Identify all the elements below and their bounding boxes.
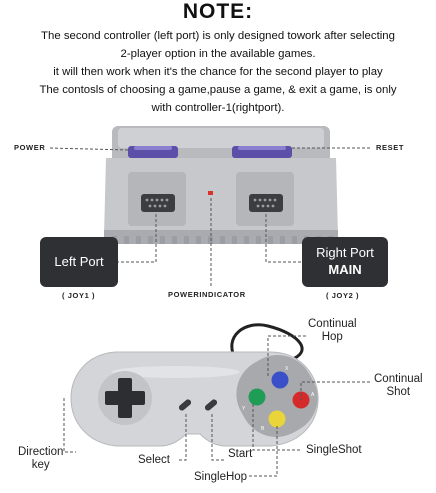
y-button xyxy=(248,388,266,406)
note-line-2: 2-player option in the available games. xyxy=(120,48,316,60)
power-leader xyxy=(49,147,131,151)
continual-hop-leader xyxy=(267,335,306,378)
x-button xyxy=(271,371,289,389)
power-indicator-label: POWERINDICATOR xyxy=(168,290,246,299)
continual-shot-line1: Continual xyxy=(374,373,423,385)
controller-top-highlight xyxy=(112,366,240,378)
note-line-3: it will then work when it's the chance f… xyxy=(53,66,383,78)
continual-hop-label: Continual Hop xyxy=(308,318,357,344)
controller-cable xyxy=(230,323,304,362)
continual-shot-label: Continual Shot xyxy=(374,373,423,399)
right-port-connector xyxy=(249,194,283,212)
select-label: Select xyxy=(138,454,170,466)
start-label: Start xyxy=(228,448,253,460)
continual-shot-line2: Shot xyxy=(386,386,411,398)
select-leader xyxy=(178,414,187,461)
direction-key-leader xyxy=(63,398,76,453)
single-shot-label: SingleShot xyxy=(306,444,362,456)
a-letter: A xyxy=(311,392,315,398)
single-hop-label: SingleHop xyxy=(194,471,248,483)
continual-hop-line1: Continual xyxy=(308,318,357,330)
b-letter: B xyxy=(261,426,265,432)
note-title: NOTE: xyxy=(182,0,254,23)
continual-hop-line2: Hop xyxy=(321,331,343,343)
joy1-label: ( JOY1 ) xyxy=(62,291,96,300)
power-label: POWER xyxy=(14,143,46,152)
note-line-5: with controller-1(rightport). xyxy=(151,102,285,114)
right-port-label: Right Port xyxy=(316,245,374,260)
start-button xyxy=(204,399,218,411)
power-slider-shine xyxy=(134,146,172,150)
direction-key-label: Direction key xyxy=(18,446,63,472)
reset-label: RESET xyxy=(376,143,405,152)
console-top-highlight xyxy=(118,128,324,148)
right-port-leader xyxy=(265,214,302,263)
direction-key-line1: Direction xyxy=(18,446,64,458)
b-button xyxy=(268,410,286,428)
note-line-1: The second controller (left port) is onl… xyxy=(41,30,395,42)
single-shot-leader xyxy=(252,404,302,451)
direction-key-line2: key xyxy=(31,459,50,471)
select-button xyxy=(178,399,192,411)
start-leader xyxy=(211,414,224,461)
joy2-label: ( JOY2 ) xyxy=(326,291,360,300)
right-port-main-label: MAIN xyxy=(328,262,362,277)
power-indicator-led xyxy=(208,191,213,195)
right-port-box: Right Port MAIN xyxy=(302,237,388,287)
left-port-leader xyxy=(118,214,157,263)
reset-slider-shine xyxy=(238,146,286,150)
note-line-4: The contosls of choosing a game,pause a … xyxy=(39,84,397,96)
face-button-plate xyxy=(236,355,318,437)
continual-shot-leader xyxy=(300,381,370,400)
left-port-connector xyxy=(141,194,175,212)
left-port-label: Left Port xyxy=(54,254,104,269)
dpad-horizontal xyxy=(105,391,145,405)
x-letter: X xyxy=(285,366,289,372)
y-letter: Y xyxy=(242,406,246,412)
single-hop-leader xyxy=(248,426,278,477)
left-port-box: Left Port xyxy=(40,237,118,287)
